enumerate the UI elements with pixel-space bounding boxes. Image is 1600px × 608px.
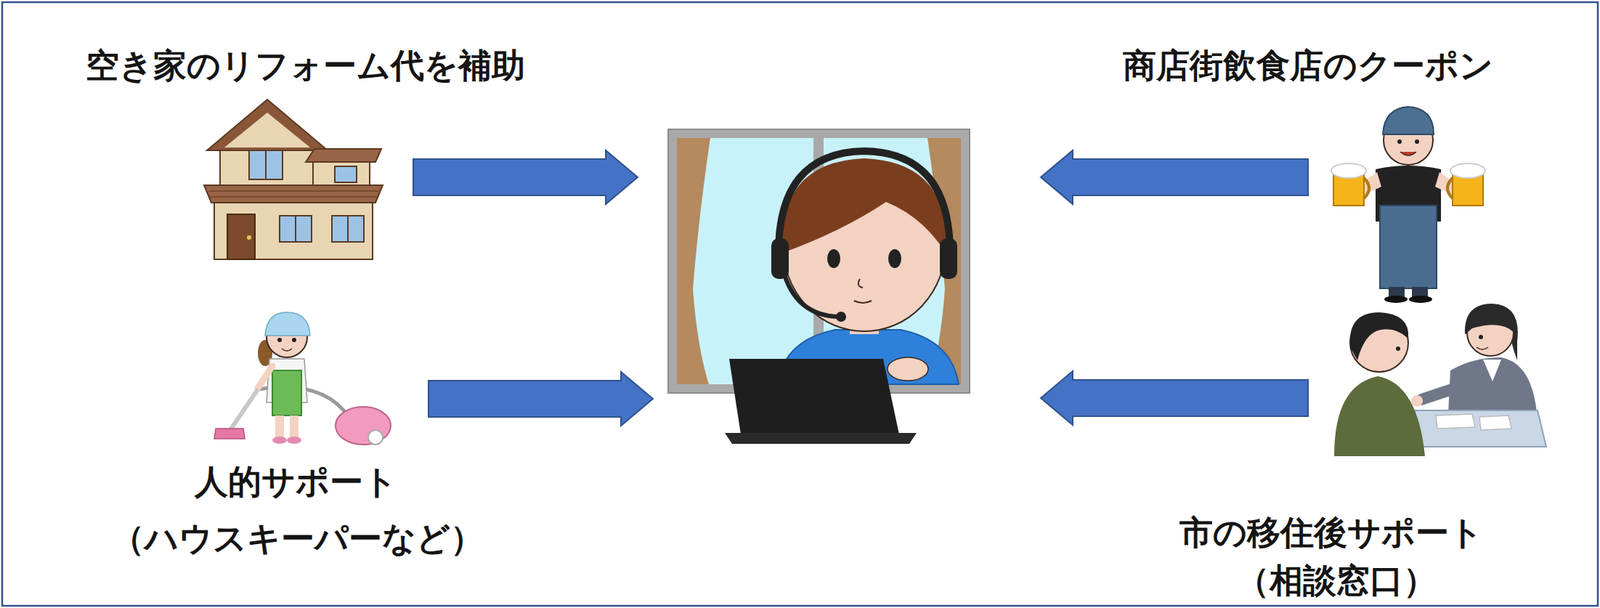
restaurant-staff-illustration-part [1382, 106, 1434, 135]
consultation-illustration-part [1464, 303, 1518, 361]
house-illustration-part [294, 215, 297, 242]
consultation-illustration-part [1483, 359, 1502, 382]
house-illustration-part [214, 202, 373, 260]
node-heading: 市の移住後サポート [1179, 513, 1484, 552]
housekeeper-illustration-part [286, 436, 302, 444]
housekeeper-illustration-part [289, 415, 299, 439]
remote-worker-illustration-part [887, 357, 929, 381]
consultation-illustration-part [1411, 395, 1423, 407]
remote-worker-illustration-part [827, 249, 841, 268]
city-support-node: 市の移住後サポート（相談窓口） [1326, 290, 1547, 457]
housekeeper-illustration-part [277, 337, 282, 343]
consultation-illustration-part [1395, 346, 1401, 351]
housekeeper-illustration-part [335, 406, 391, 445]
remote-worker-illustration-part [854, 300, 872, 303]
remote-worker-node [668, 129, 970, 444]
remote-worker-illustration-part [835, 311, 847, 322]
restaurant-staff-illustration-part [1400, 151, 1417, 156]
restaurant-staff-illustration-part [1384, 295, 1408, 303]
remote-worker-illustration-part [668, 129, 970, 393]
restaurant-staff-illustration-part [1411, 286, 1428, 298]
house-illustration-part [246, 235, 252, 240]
block-arrow [413, 150, 638, 205]
restaurant-staff-illustration-part [1397, 139, 1402, 144]
house-illustration-part [305, 148, 382, 162]
housekeeper-illustration-part [265, 312, 311, 336]
house-illustration-part [279, 215, 312, 242]
block-arrow [1040, 371, 1309, 425]
housekeeper-illustration-part [275, 415, 284, 439]
housekeeper-illustration-part [281, 348, 292, 351]
consultation-illustration-part [1478, 334, 1484, 340]
housekeeper-illustration-part [368, 429, 383, 445]
restaurant-staff-illustration-part [1414, 139, 1420, 144]
house-illustration-part [331, 215, 364, 242]
restaurant-staff-illustration-part [1447, 177, 1453, 199]
block-arrow [1040, 150, 1309, 205]
remote-worker-illustration-part [729, 358, 900, 435]
remote-worker-illustration-part [778, 151, 950, 257]
restaurant-staff-illustration-part [1388, 286, 1405, 298]
housekeeper-node: 人的サポート（ハウスキーパーなど） [214, 300, 393, 449]
consultation-illustration-part [1350, 312, 1409, 361]
house-illustration-part [208, 190, 379, 192]
remote-worker-illustration-part [888, 249, 902, 268]
remote-worker-illustration-part [676, 137, 711, 385]
house-illustration-part [224, 112, 311, 148]
house-illustration-part [249, 150, 283, 180]
housekeeper-illustration-part [272, 370, 302, 416]
remote-worker-illustration-part [771, 238, 789, 279]
restaurant-staff-illustration-part [1363, 177, 1370, 199]
consultation-illustration-part [1435, 413, 1476, 429]
node-heading: 空き家のリフォーム代を補助 [85, 46, 526, 85]
restaurant-staff-illustration [1331, 106, 1486, 303]
consultation-illustration-part [1479, 415, 1512, 430]
housekeeper-illustration-part [230, 389, 258, 430]
remote-worker-illustration [668, 129, 970, 444]
house-illustration-part [206, 99, 328, 151]
consultation-illustration-part [1334, 376, 1425, 457]
house-illustration-part [334, 166, 357, 183]
consultation-illustration-part [1476, 347, 1489, 350]
restaurant-staff-illustration-part [1408, 295, 1433, 303]
restaurant-staff-illustration-part [1450, 163, 1486, 178]
house-illustration-part [265, 150, 267, 180]
node-heading: 商店街飲食店のクーポン [1122, 46, 1494, 85]
house-illustration-part [227, 214, 255, 260]
house-illustration [204, 99, 383, 260]
restaurant-staff-illustration-part [1379, 205, 1437, 289]
node-subheading: （相談窓口） [1236, 561, 1437, 600]
consultation-illustration-part [1421, 384, 1465, 400]
house-illustration-part [347, 215, 349, 242]
remote-worker-illustration-part [858, 278, 863, 288]
housekeeper-illustration [214, 312, 391, 445]
node-heading: 人的サポート [194, 462, 398, 502]
block-arrow [428, 371, 653, 426]
remote-worker-illustration-part [676, 137, 961, 385]
house-illustration-part [204, 185, 383, 203]
restaurant-staff-illustration-part [1331, 163, 1367, 178]
remote-worker-illustration-part [784, 274, 839, 317]
restaurant-coupon-node: 商店街飲食店のクーポン [1332, 96, 1485, 303]
node-subheading: （ハウスキーパーなど） [111, 519, 484, 558]
remote-worker-illustration-part [939, 238, 958, 279]
housekeeper-illustration-part [257, 366, 273, 388]
housekeeper-illustration-part [291, 337, 297, 343]
consultation-illustration-part [1467, 306, 1515, 333]
house-illustration-part [209, 196, 377, 198]
housekeeper-illustration-part [272, 436, 287, 444]
remote-worker-illustration-part [724, 432, 917, 444]
housekeeper-illustration-part [214, 428, 245, 439]
consultation-illustration [1334, 303, 1547, 457]
vacant-house-node: 空き家のリフォーム代を補助 [204, 96, 383, 261]
